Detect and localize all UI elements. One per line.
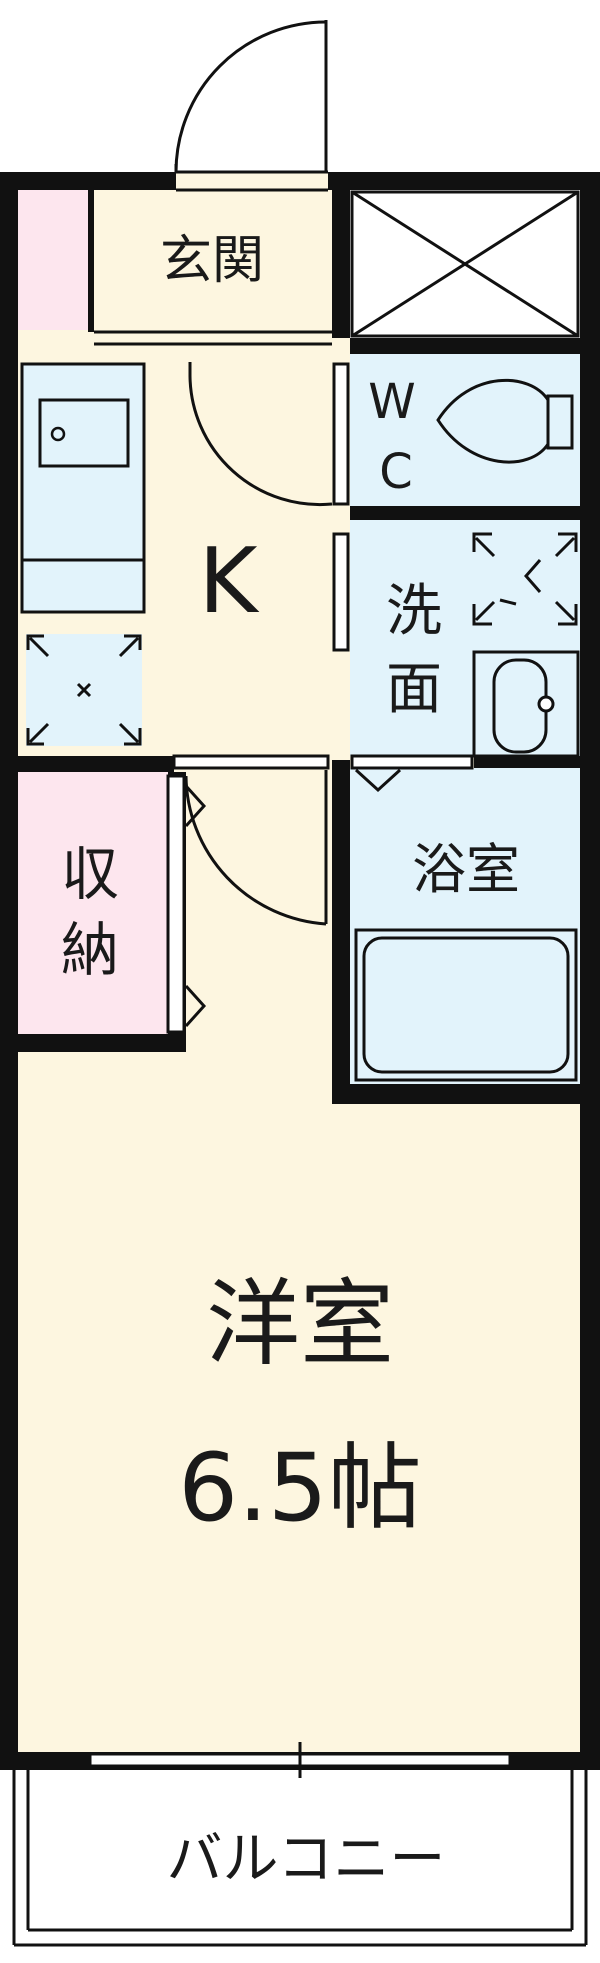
kitchen-sink: [38, 398, 130, 468]
storage-floor-top: [18, 190, 92, 330]
entrance-label: 玄関: [160, 231, 264, 291]
washbasin-icon: [472, 650, 580, 758]
room-door-icon: [184, 770, 328, 926]
washer-space-icon: [472, 532, 578, 626]
storage-label-1: 収: [61, 840, 119, 908]
bathroom-label: 浴室: [412, 838, 520, 901]
balcony-window: [88, 1742, 512, 1778]
balcony-railing: [12, 1770, 588, 1947]
storage-door-marks-icon: [184, 784, 207, 1028]
balcony-label: バルコニー: [167, 1827, 446, 1892]
laundry-space-marks-icon: [26, 634, 142, 746]
bath-door-icon: [354, 768, 402, 793]
pipe-shaft-icon: [350, 190, 580, 338]
storage-label-2: 納: [61, 916, 119, 984]
entrance-opening: [176, 172, 328, 190]
storage-floor: [18, 772, 168, 1034]
western-room-size: 6.5帖: [178, 1434, 422, 1543]
wall-opening-frames: [166, 362, 474, 1034]
washroom-label-1: 洗: [386, 579, 442, 644]
bathtub-icon: [354, 928, 578, 1082]
western-room-label: 洋室: [206, 1270, 394, 1379]
kitchen-door-icon: [188, 362, 333, 507]
kitchen-counter: [20, 362, 146, 614]
front-door-icon: [174, 20, 328, 173]
wc-label-c: C: [379, 444, 413, 500]
sink-drain-icon: [50, 426, 66, 442]
wc-label-w: W: [368, 374, 415, 430]
toilet-icon: [436, 378, 574, 464]
entrance-step: [94, 330, 332, 346]
kitchen-label: K: [198, 529, 259, 634]
washroom-label-2: 面: [386, 657, 442, 722]
